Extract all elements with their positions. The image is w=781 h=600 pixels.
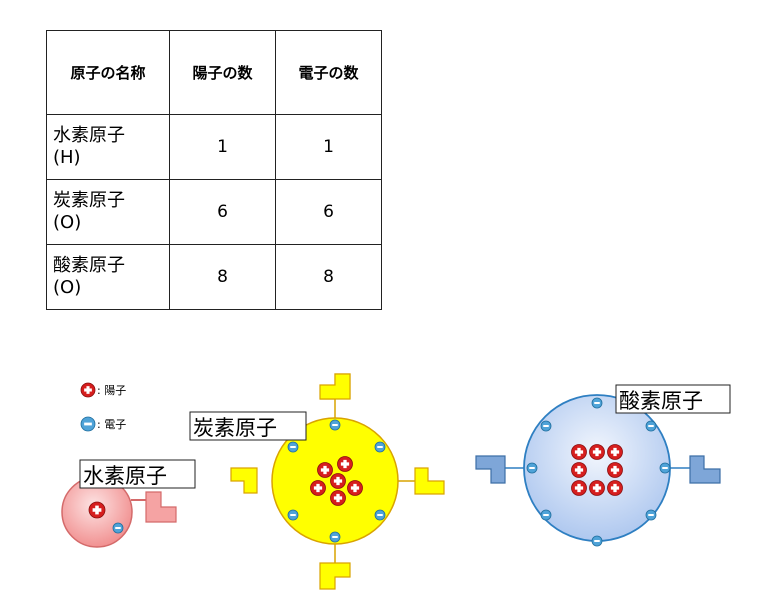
proton-icon [310, 480, 326, 496]
electron-icon [287, 509, 299, 521]
bond-hand-shape [145, 491, 177, 523]
proton-icon [589, 480, 605, 496]
proton-icon [88, 501, 106, 519]
electron-icon [374, 441, 386, 453]
bond-hand-shape [414, 467, 445, 495]
hydrogen-atom: 水素原子 [61, 459, 196, 548]
bond-hand-shape [319, 373, 351, 400]
bond-hand-shape [689, 455, 721, 484]
electron-count: 1 [275, 114, 382, 180]
electron-icon [645, 420, 657, 432]
hydrogen-label: 水素原子 [83, 464, 167, 488]
electron-icon [659, 462, 671, 474]
proton-icon [607, 480, 623, 496]
atom-symbol: (O) [53, 212, 82, 233]
oxygen-label-box [615, 384, 731, 414]
bond-line [131, 499, 146, 501]
legend: : 陽子 : 電子 [80, 382, 126, 432]
electron-icon [645, 509, 657, 521]
electron-count: 8 [275, 244, 382, 310]
bond-hand-shape [475, 455, 506, 484]
carbon-atom: 炭素原子 [189, 373, 445, 590]
proton-icon [317, 462, 333, 478]
header-proton-count: 陽子の数 [169, 30, 276, 115]
oxygen-atom: 酸素原子 [475, 384, 731, 547]
electron-icon [80, 416, 96, 432]
electron-legend-icon [80, 416, 96, 432]
hydrogen-label-box [79, 459, 196, 489]
atom-name-cell: 酸素原子 (O) [46, 244, 170, 310]
proton-icon [607, 444, 623, 460]
proton-legend-label: : 陽子 [97, 384, 126, 397]
atom-name: 酸素原子 [53, 255, 125, 276]
carbon-label: 炭素原子 [193, 416, 277, 440]
electron-icon [112, 522, 124, 534]
electron-icon [374, 509, 386, 521]
atom-table: 原子の名称 陽子の数 電子の数 水素原子 (H) 1 1 炭素原子 (O) 6 … [46, 30, 382, 310]
proton-icon [571, 462, 587, 478]
proton-icon [571, 480, 587, 496]
electron-icon [329, 531, 341, 543]
proton-icon [347, 480, 363, 496]
electron-icon [287, 441, 299, 453]
electron-count: 6 [275, 179, 382, 245]
header-atom-name: 原子の名称 [46, 30, 170, 115]
proton-icon [571, 444, 587, 460]
proton-icon [589, 444, 605, 460]
electron-icon [329, 419, 341, 431]
electron-icon [526, 462, 538, 474]
atom-name-cell: 炭素原子 (O) [46, 179, 170, 245]
oxygen-label: 酸素原子 [619, 389, 703, 413]
proton-icon [607, 462, 623, 478]
atom-name-cell: 水素原子 (H) [46, 114, 170, 180]
bond-hand-shape [230, 467, 258, 494]
carbon-label-box [189, 411, 307, 441]
bond-hand-shape [319, 562, 351, 590]
table-row: 炭素原子 (O) 6 6 [46, 179, 382, 245]
proton-count: 6 [169, 179, 276, 245]
table-row: 酸素原子 (O) 8 8 [46, 244, 382, 310]
electron-legend-label: : 電子 [97, 418, 126, 431]
table-header-row: 原子の名称 陽子の数 電子の数 [46, 30, 382, 115]
atom-symbol: (H) [53, 147, 81, 168]
proton-icon [330, 473, 346, 489]
proton-legend-icon [80, 382, 96, 398]
proton-icon [80, 382, 96, 398]
electron-icon [591, 397, 603, 409]
atom-name: 炭素原子 [53, 190, 125, 211]
electron-icon [540, 509, 552, 521]
electron-icon [540, 420, 552, 432]
atom-name: 水素原子 [53, 125, 125, 146]
atom-symbol: (O) [53, 277, 82, 298]
electron-icon [591, 535, 603, 547]
table-row: 水素原子 (H) 1 1 [46, 114, 382, 180]
proton-icon [337, 456, 353, 472]
header-electron-count: 電子の数 [275, 30, 382, 115]
proton-icon [330, 490, 346, 506]
